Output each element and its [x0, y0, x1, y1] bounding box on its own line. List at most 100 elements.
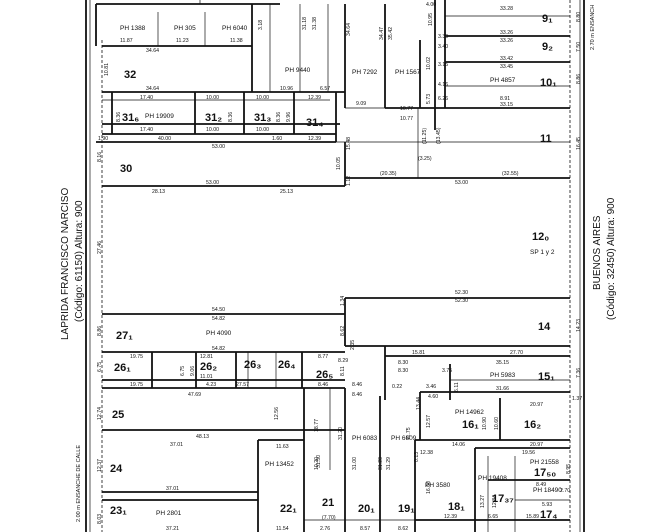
- dim: 25.13: [280, 189, 293, 195]
- dim: 6.65: [488, 514, 498, 520]
- plot-label: 16₁: [462, 419, 479, 431]
- dim: 8.86: [576, 74, 582, 84]
- dim: 20.97: [530, 442, 543, 448]
- dim: 35.42: [388, 27, 394, 40]
- dim: 18.77: [314, 419, 320, 432]
- dim: 10.81: [104, 63, 110, 76]
- dim: 12.81: [200, 354, 213, 360]
- dim: 17.40: [140, 95, 153, 101]
- dim: 10.90: [482, 417, 488, 430]
- dim: 12.38: [420, 450, 433, 456]
- dim: 8.46: [352, 392, 362, 398]
- dim: 52.30: [455, 298, 468, 304]
- dim: 8.16: [97, 152, 103, 162]
- dim: 6.57: [320, 86, 330, 92]
- dim: 33.45: [500, 64, 513, 70]
- dim: 3.15: [438, 62, 448, 68]
- ph-label: PH 4857: [490, 77, 516, 84]
- dim: 8.91: [500, 96, 510, 102]
- plot-label: 23₁: [110, 505, 127, 517]
- ph-label: PH 2801: [156, 510, 182, 517]
- dim: 4.00: [426, 2, 436, 8]
- plot-label: 30: [120, 163, 132, 175]
- street-code-right: (Código: 32450) Altura: 900: [606, 197, 617, 320]
- dim: 3.40: [438, 44, 448, 50]
- ph-label: PH 13452: [265, 461, 294, 468]
- ph-label: PH 18490: [533, 487, 562, 494]
- dim: 1.60: [272, 136, 282, 142]
- dim: 12.56: [274, 407, 280, 420]
- dim: 10.00: [256, 127, 269, 133]
- dim: 8.62: [398, 526, 408, 532]
- plot-label: 10₁: [540, 77, 557, 89]
- ph-label: PH 1567: [395, 69, 421, 76]
- ph-label: PH 6040: [222, 25, 248, 32]
- dim: 2.35: [350, 340, 356, 350]
- ensanche-right: 2.70 m ENSANCH: [590, 5, 596, 50]
- dim: 4.16: [438, 82, 448, 88]
- dim: 33.28: [500, 6, 513, 12]
- plot-label: 26₁: [114, 362, 131, 374]
- dim: 31.38: [312, 17, 318, 30]
- dim: 20.97: [530, 402, 543, 408]
- dim: 19.75: [130, 382, 143, 388]
- dim: 48.13: [196, 434, 209, 440]
- dim: 6.11: [454, 382, 460, 392]
- plot-numbers: 32 31₆ 31₂ 31₃ 31₄ 30 27₁ 26₁ 26₂ 26₃ 26…: [110, 13, 557, 521]
- dim: 6.75: [97, 362, 103, 372]
- dim: 10.96: [280, 86, 293, 92]
- plot-label: 12₀: [532, 231, 549, 243]
- dim: 8.80: [576, 12, 582, 22]
- dim: 8.36: [228, 112, 234, 122]
- dim: 53.00: [212, 144, 225, 150]
- street-code-left: (Código: 61150) Altura: 900: [74, 200, 85, 322]
- dim: 12.39: [308, 95, 321, 101]
- dim: 6.26: [438, 96, 448, 102]
- plot-label: 20₁: [358, 503, 375, 515]
- dim: 11.75: [406, 427, 412, 440]
- dim: 54.82: [212, 346, 225, 352]
- dim: 11.23: [176, 38, 189, 44]
- dim: (13.45): [436, 127, 442, 144]
- dim: 3.75: [442, 368, 452, 374]
- plot-label: 24: [110, 463, 123, 475]
- dim: 12.39: [308, 136, 321, 142]
- dim: 8.62: [340, 326, 346, 336]
- dim: 33.26: [500, 38, 513, 44]
- dim: 35.15: [496, 360, 509, 366]
- dim: 10.00: [206, 127, 219, 133]
- plot-label: 18₁: [448, 501, 465, 513]
- dim: 3.18: [258, 20, 264, 30]
- dim: 5.93: [542, 502, 552, 508]
- dim: 9.06: [190, 366, 196, 376]
- dim: 40.00: [158, 136, 171, 142]
- dim: 6.75: [180, 366, 186, 376]
- dim: 31.66: [496, 386, 509, 392]
- dim: 37.21: [166, 526, 179, 532]
- dim: 8.57: [360, 526, 370, 532]
- dim: 12.37: [97, 459, 103, 472]
- ph-label: PH 305: [174, 25, 196, 32]
- dim: (11.25): [422, 128, 428, 144]
- plot-label: 27₁: [116, 330, 133, 342]
- dim: 5.73: [426, 94, 432, 104]
- dim: 34.47: [379, 27, 385, 40]
- dim: 27.57: [236, 382, 249, 388]
- dim: 11.54: [276, 526, 289, 532]
- dim: 8.49: [536, 482, 546, 488]
- ph-label: PH 4090: [206, 330, 232, 337]
- dim: 9.96: [286, 112, 292, 122]
- plot-label: 17₄: [540, 509, 557, 521]
- dim: 2.76: [320, 526, 330, 532]
- dim: (7.70): [322, 515, 336, 521]
- dim: 10.77: [400, 106, 413, 112]
- ph-label: PH 6609: [391, 435, 417, 442]
- dim: 31.29: [386, 457, 392, 470]
- dim: 0.13: [414, 452, 420, 462]
- dim: 2.70: [560, 488, 570, 494]
- ph-labels: PH 1388 PH 305 PH 6040 PH 9440 PH 7292 P…: [120, 25, 562, 517]
- dim: 34.64: [146, 86, 159, 92]
- dim: 31.18: [302, 17, 308, 30]
- dim: 31.20: [338, 427, 344, 440]
